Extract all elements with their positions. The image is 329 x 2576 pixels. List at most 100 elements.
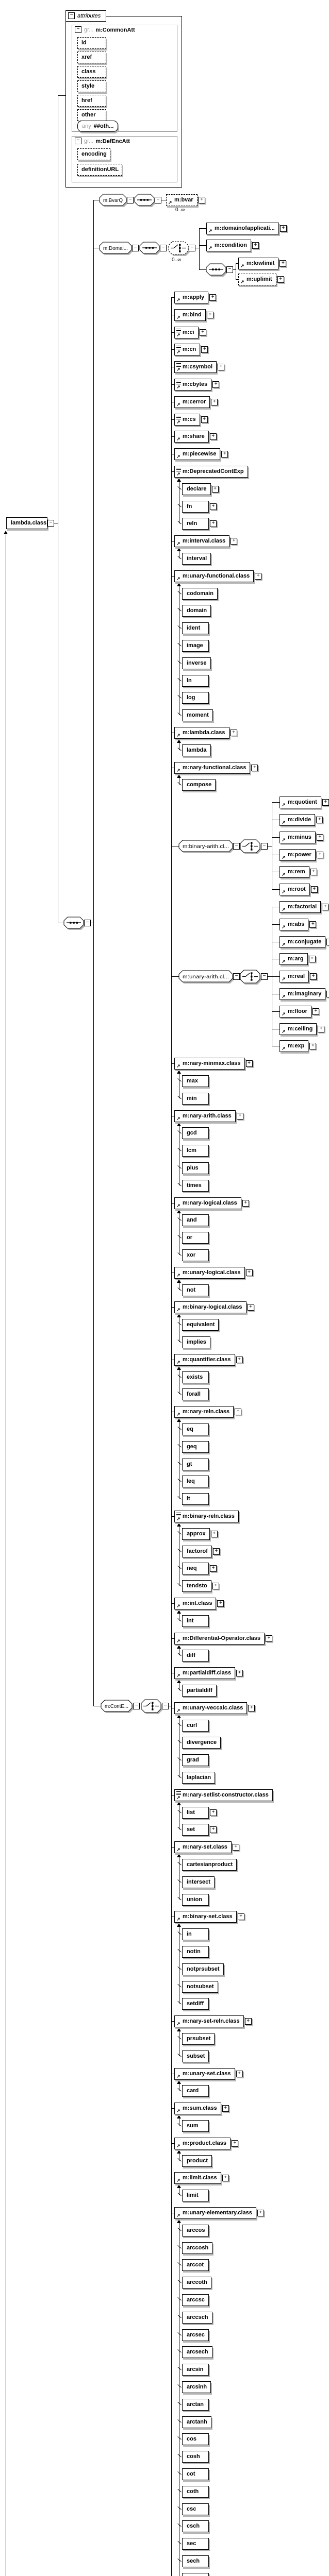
expand-icon[interactable]: + <box>221 451 228 458</box>
choice-compositor-icon[interactable] <box>240 970 262 985</box>
root-element-box[interactable]: lambda.class <box>6 517 47 529</box>
class-box[interactable]: ↗m:unary-elementary.class+ <box>174 2207 264 2219</box>
element-ref-box[interactable]: ↗m:ci+ <box>174 326 206 338</box>
collapse-icon[interactable]: − <box>75 138 81 144</box>
element-ref-box[interactable]: ↗m:imaginary+ <box>279 988 329 1000</box>
substitution-member-box[interactable]: plus <box>182 1162 209 1174</box>
substitution-member-box[interactable]: gcd <box>182 1127 209 1140</box>
element-ref-box[interactable]: ↗m:exp+ <box>279 1040 317 1053</box>
substitution-member-box[interactable]: sec <box>182 2538 209 2550</box>
expand-icon[interactable]: + <box>322 904 329 910</box>
class-box[interactable]: ↗m:lambda.class+ <box>174 727 237 739</box>
substitution-member-box[interactable]: image <box>182 640 209 652</box>
attribute-box[interactable]: definitionURL <box>77 164 123 176</box>
substitution-member-box[interactable]: union <box>182 1893 209 1906</box>
substitution-member-box[interactable]: not <box>182 1284 209 1296</box>
element-ref-box[interactable]: ↗m:condition+ <box>206 240 259 251</box>
attribute-box[interactable]: xref <box>77 52 106 63</box>
expand-icon[interactable]: + <box>326 938 329 945</box>
class-box[interactable]: ↗m:quantifier.class+ <box>174 1353 243 1366</box>
substitution-member-box[interactable]: sin <box>182 2572 209 2576</box>
expand-icon[interactable]: + <box>222 2175 229 2182</box>
expand-icon[interactable]: + <box>309 1043 317 1050</box>
class-box[interactable]: ↗m:interval.class+ <box>174 535 238 548</box>
expand-icon[interactable]: + <box>210 1565 217 1572</box>
substitution-member-box[interactable]: lt <box>182 1493 209 1505</box>
substitution-member-box[interactable]: sum <box>182 2120 209 2132</box>
choice-compositor-icon[interactable] <box>168 241 190 257</box>
substitution-member-box[interactable]: int <box>182 1615 209 1627</box>
collapse-icon[interactable]: − <box>162 1703 169 1709</box>
substitution-member-box[interactable]: product <box>182 2155 212 2167</box>
class-box[interactable]: ↗m:unary-set.class+ <box>174 2067 243 2080</box>
attribute-box[interactable]: class <box>77 66 106 78</box>
substitution-member-box[interactable]: gt <box>182 1458 209 1470</box>
element-ref-box[interactable]: ↗m:arg+ <box>279 953 316 965</box>
attribute-box[interactable]: id <box>77 37 106 49</box>
substitution-member-box[interactable]: divergence <box>182 1737 221 1749</box>
class-box[interactable]: ↗m:nary-arith.class+ <box>174 1110 243 1122</box>
expand-icon[interactable]: + <box>252 242 259 249</box>
class-box[interactable]: ↗m:nary-functional.class+ <box>174 761 258 774</box>
element-ref-box[interactable]: ↗m:csymbol+ <box>174 361 225 374</box>
expand-icon[interactable]: + <box>211 398 218 405</box>
substitution-member-box[interactable]: neq+ <box>182 1563 217 1575</box>
element-ref-box[interactable]: ↗m:apply+ <box>174 292 217 303</box>
substitution-member-box[interactable]: arccsch <box>182 2311 212 2324</box>
substitution-member-box[interactable]: fn+ <box>182 500 217 513</box>
collapse-icon[interactable]: − <box>127 197 134 204</box>
expand-icon[interactable]: + <box>255 572 262 580</box>
expand-icon[interactable]: + <box>231 538 238 545</box>
expand-icon[interactable]: + <box>242 1199 249 1207</box>
expand-icon[interactable]: + <box>308 956 316 963</box>
expand-icon[interactable]: + <box>277 276 284 283</box>
substitution-member-box[interactable]: list+ <box>182 1806 217 1819</box>
expand-icon[interactable]: + <box>310 886 318 893</box>
expand-icon[interactable]: + <box>212 381 220 388</box>
substitution-member-box[interactable]: or <box>182 1232 209 1244</box>
class-box[interactable]: ↗m:binary-set.class+ <box>174 1911 244 1923</box>
substitution-member-box[interactable]: xor <box>182 1249 209 1261</box>
group-ref-bvarq[interactable]: m:BvarQ <box>99 194 128 208</box>
substitution-member-box[interactable]: cosh <box>182 2451 209 2463</box>
element-ref-box[interactable]: ↗m:quotient+ <box>279 796 329 809</box>
expand-icon[interactable]: + <box>309 921 317 928</box>
expand-icon[interactable]: + <box>235 1409 242 1416</box>
substitution-member-box[interactable]: arcsinh <box>182 2381 211 2393</box>
expand-icon[interactable]: + <box>279 260 287 267</box>
element-ref-box[interactable]: ↗m:ceiling+ <box>279 1023 325 1035</box>
sequence-compositor-icon[interactable] <box>63 917 86 930</box>
expand-icon[interactable]: + <box>232 1844 239 1851</box>
class-box[interactable]: ↗m:limit.class+ <box>174 2172 229 2184</box>
sequence-compositor-icon[interactable] <box>206 263 228 277</box>
substitution-member-box[interactable]: intersect <box>182 1876 215 1888</box>
class-box[interactable]: ↗m:binary-reln.class <box>174 1511 239 1522</box>
collapse-icon[interactable]: − <box>226 266 233 273</box>
expand-icon[interactable]: + <box>245 1269 253 1276</box>
expand-icon[interactable]: + <box>212 1583 219 1590</box>
substitution-member-box[interactable]: in <box>182 1928 209 1941</box>
expand-icon[interactable]: + <box>236 1356 243 1363</box>
element-ref-box[interactable]: ↗m:share+ <box>174 431 217 443</box>
collapse-icon[interactable]: − <box>261 842 268 850</box>
expand-icon[interactable]: + <box>210 1809 217 1816</box>
class-box[interactable]: ↗m:binary-logical.class+ <box>174 1301 254 1314</box>
expand-icon[interactable]: + <box>244 2018 252 2025</box>
attributes-tab[interactable]: −attributes <box>65 10 107 22</box>
expand-icon[interactable]: + <box>251 764 258 771</box>
collapse-icon[interactable]: − <box>132 245 139 251</box>
substitution-member-box[interactable]: times <box>182 1179 209 1192</box>
expand-icon[interactable]: + <box>279 225 287 232</box>
substitution-member-box[interactable]: notsubset <box>182 1980 218 1993</box>
expand-icon[interactable]: + <box>206 311 213 318</box>
substitution-member-box[interactable]: set+ <box>182 1824 217 1836</box>
sequence-compositor-icon[interactable] <box>139 242 161 256</box>
choice-compositor-icon[interactable] <box>240 839 262 855</box>
substitution-member-box[interactable]: lcm <box>182 1145 209 1157</box>
substitution-member-box[interactable]: csch <box>182 2520 209 2533</box>
expand-icon[interactable]: + <box>316 817 323 823</box>
expand-icon[interactable]: + <box>316 851 323 858</box>
collapse-icon[interactable]: − <box>47 520 54 527</box>
collapse-icon[interactable]: − <box>155 197 161 204</box>
element-ref-box[interactable]: ↗m:lowlimit+ <box>238 258 287 269</box>
